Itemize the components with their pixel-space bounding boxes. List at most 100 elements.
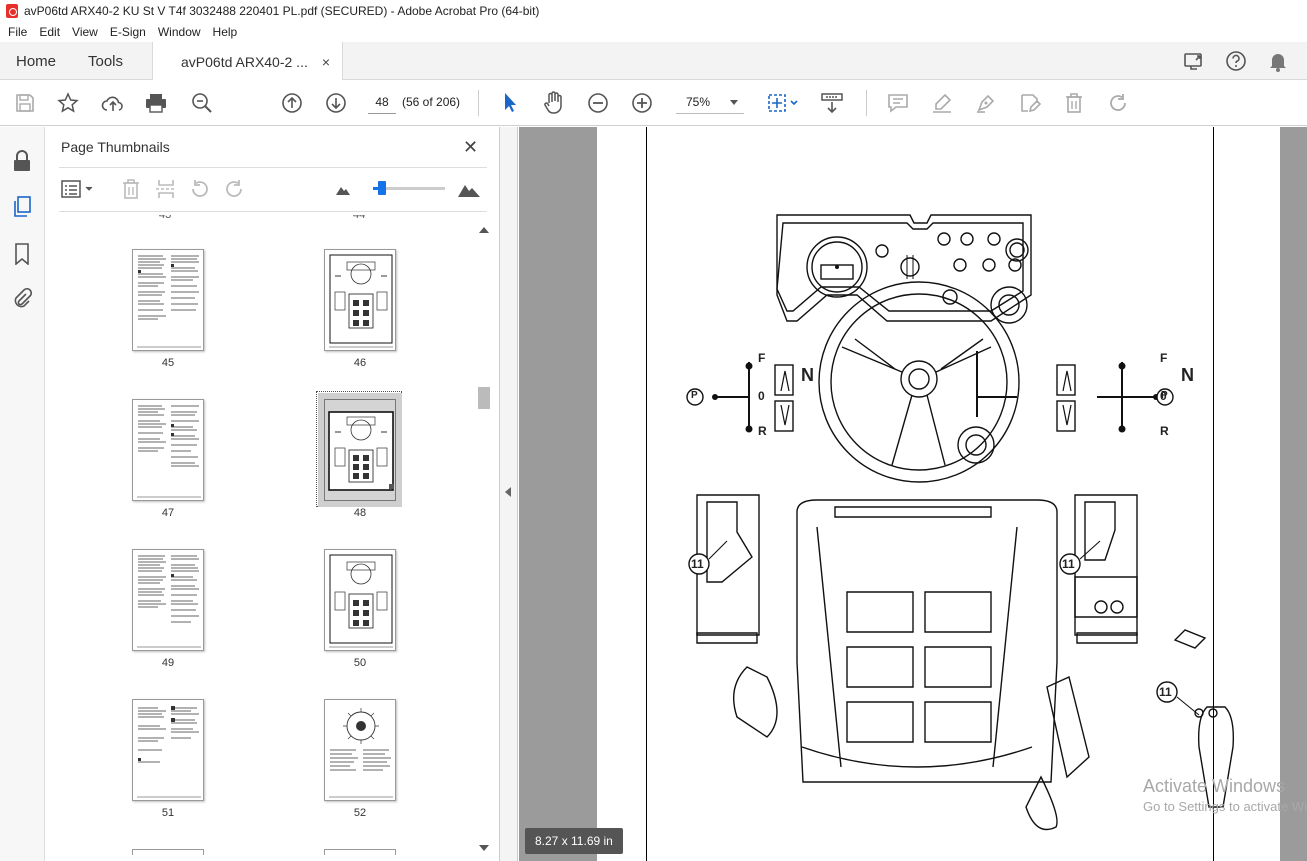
gear-left-park-label: P xyxy=(691,390,698,401)
gear-right-neutral-label: N xyxy=(1181,365,1194,385)
delete-trash-icon[interactable] xyxy=(1062,91,1086,115)
thumbnail-page-number: 47 xyxy=(161,507,175,519)
menu-file[interactable]: File xyxy=(8,25,28,39)
thumbnail-image xyxy=(132,399,204,501)
upload-cloud-icon[interactable] xyxy=(101,91,125,115)
save-icon[interactable] xyxy=(13,91,37,115)
thumbnail-larger-icon[interactable] xyxy=(457,177,481,201)
thumbnail-options-menu[interactable] xyxy=(61,177,95,201)
tab-close-icon[interactable]: × xyxy=(321,53,331,70)
fit-page-icon[interactable] xyxy=(765,91,801,115)
thumbnail-partial xyxy=(132,849,204,855)
menu-esign[interactable]: E-Sign xyxy=(109,25,146,39)
menu-view[interactable]: View xyxy=(72,25,98,39)
hand-tool-icon[interactable] xyxy=(542,91,566,115)
page-thumbnails-icon[interactable] xyxy=(10,195,34,219)
thumbnail-image xyxy=(324,549,396,651)
highlight-pen-icon[interactable] xyxy=(930,91,954,115)
thumbnail-page[interactable]: 49 xyxy=(123,549,213,669)
menu-edit[interactable]: Edit xyxy=(39,25,61,39)
scrollbar-thumb[interactable] xyxy=(478,387,490,409)
gear-left-forward-label: F xyxy=(758,351,766,365)
thumbnail-scrollbar[interactable] xyxy=(477,221,491,857)
print-icon[interactable] xyxy=(144,91,168,115)
select-cursor-icon[interactable] xyxy=(498,91,522,115)
page-number-input[interactable]: 48 xyxy=(368,90,396,114)
thumbnail-page[interactable]: 47 xyxy=(123,399,213,519)
rotate-clockwise-pages-icon[interactable] xyxy=(223,177,245,201)
previous-page-icon[interactable] xyxy=(280,91,304,115)
callout-11: 11 xyxy=(691,557,704,571)
menu-bar: File Edit View E-Sign Window Help xyxy=(0,22,1307,42)
thumbnail-image xyxy=(132,699,204,801)
thumbnail-image xyxy=(132,549,204,651)
collapse-arrow-icon[interactable] xyxy=(505,487,511,497)
thumbnail-partial xyxy=(324,849,396,855)
thumbnail-page-number: 52 xyxy=(353,807,367,819)
delete-pages-icon[interactable] xyxy=(121,177,141,201)
zoom-level-select[interactable]: 75% xyxy=(676,90,744,114)
gear-right-park-label: P xyxy=(1161,390,1168,401)
panel-title: Page Thumbnails xyxy=(61,139,170,155)
watermark-subtitle: Go to Settings to activate Windows. xyxy=(1143,799,1307,814)
thumbnail-page-selected[interactable]: 48 xyxy=(315,391,405,519)
lock-icon[interactable] xyxy=(10,149,34,173)
zoom-search-icon[interactable] xyxy=(190,91,214,115)
chevron-down-icon xyxy=(730,100,738,105)
toolbar-divider xyxy=(866,90,867,116)
zoom-in-icon[interactable] xyxy=(630,91,654,115)
tab-document-label: avP06td ARX40-2 ... xyxy=(181,53,308,70)
left-navigation-rail xyxy=(0,127,45,861)
thumbnail-page[interactable]: 51 xyxy=(123,699,213,819)
slider-handle[interactable] xyxy=(378,181,387,195)
rotate-clockwise-icon[interactable] xyxy=(1106,91,1130,115)
thumbnail-page-number: 51 xyxy=(161,807,175,819)
scroll-down-icon[interactable] xyxy=(479,845,489,851)
window-title: avP06td ARX40-2 KU St V T4f 3032488 2204… xyxy=(24,4,540,18)
rotate-counterclockwise-icon[interactable] xyxy=(189,177,211,201)
menu-help[interactable]: Help xyxy=(212,25,238,39)
share-screen-icon[interactable] xyxy=(1183,50,1205,72)
panel-collapse-strip[interactable] xyxy=(500,127,518,861)
edit-pdf-icon[interactable] xyxy=(1018,91,1042,115)
menu-window[interactable]: Window xyxy=(157,25,201,39)
slider-fill xyxy=(373,187,383,190)
sign-pen-icon[interactable] xyxy=(974,91,998,115)
toolbar-divider xyxy=(478,90,479,116)
help-icon[interactable] xyxy=(1225,50,1247,72)
thumbnail-page[interactable]: 45 xyxy=(123,249,213,369)
thumbnail-smaller-icon[interactable] xyxy=(335,177,351,201)
next-page-icon[interactable] xyxy=(324,91,348,115)
thumbnail-page[interactable]: 46 xyxy=(315,249,405,369)
scroll-mode-icon[interactable] xyxy=(820,91,844,115)
document-viewport[interactable]: N F 0 R P N F 0 R P 11 11 11 xyxy=(519,127,1307,861)
page-thumbnails-panel: Page Thumbnails ✕ 43 44 45 xyxy=(45,127,500,861)
bookmark-star-icon[interactable] xyxy=(56,91,80,115)
attachments-paperclip-icon[interactable] xyxy=(10,287,34,311)
pdf-page: N F 0 R P N F 0 R P 11 11 11 xyxy=(597,127,1280,861)
watermark-title: Activate Windows xyxy=(1143,776,1286,796)
gear-left-reverse-label: R xyxy=(758,424,767,438)
panel-close-icon[interactable]: ✕ xyxy=(463,137,479,157)
scroll-up-icon[interactable] xyxy=(479,227,489,233)
thumbnail-page[interactable]: 50 xyxy=(315,549,405,669)
thumbnail-image xyxy=(324,699,396,801)
panel-divider xyxy=(59,211,487,212)
gear-right-zero-label: 0 xyxy=(1160,389,1167,403)
tab-tools[interactable]: Tools xyxy=(88,52,124,70)
thumbnail-list: 43 44 45 46 47 48 xyxy=(59,215,479,855)
thumbnail-size-slider[interactable] xyxy=(373,181,445,195)
bookmarks-icon[interactable] xyxy=(10,242,34,266)
extract-pages-icon[interactable] xyxy=(155,177,177,201)
thumbnail-image xyxy=(132,249,204,351)
selection-outline xyxy=(316,391,402,507)
notifications-bell-icon[interactable] xyxy=(1267,50,1289,72)
tab-document[interactable]: avP06td ARX40-2 ... × xyxy=(152,42,344,81)
tab-home[interactable]: Home xyxy=(16,52,57,70)
window-titlebar: avP06td ARX40-2 KU St V T4f 3032488 2204… xyxy=(0,0,1307,22)
zoom-out-icon[interactable] xyxy=(586,91,610,115)
thumbnail-page[interactable]: 52 xyxy=(315,699,405,819)
main-toolbar xyxy=(0,80,1307,126)
panel-divider xyxy=(59,167,487,168)
comment-icon[interactable] xyxy=(886,91,910,115)
